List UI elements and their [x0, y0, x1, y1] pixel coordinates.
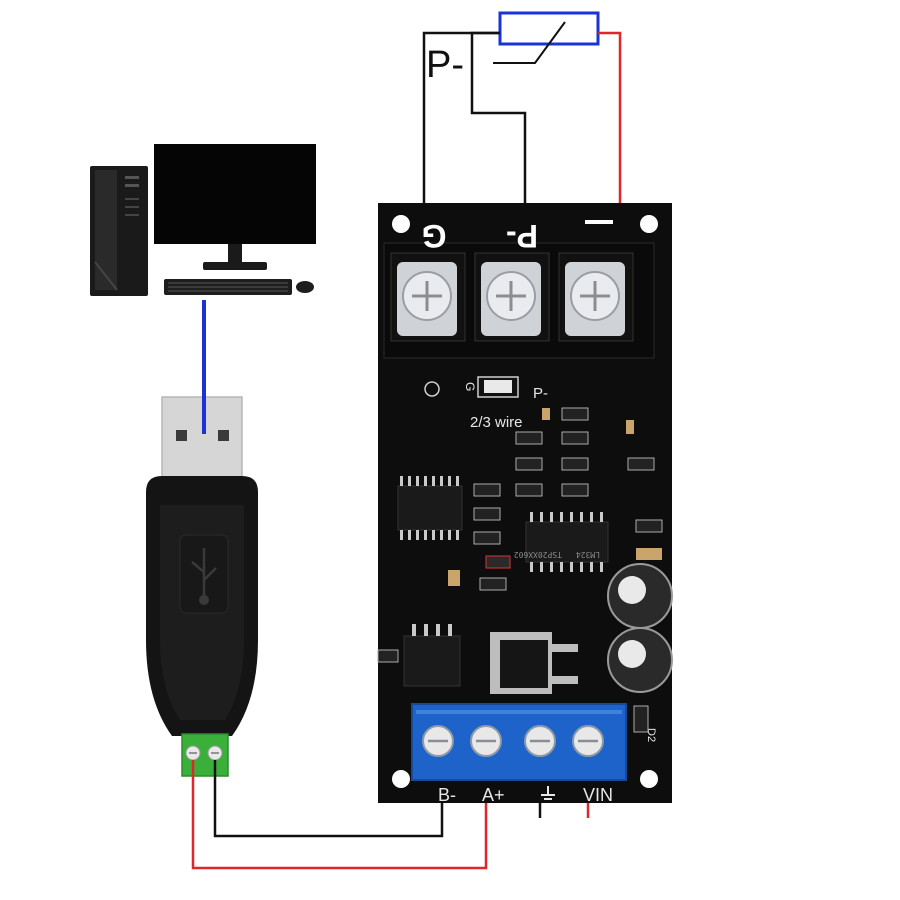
chip-label-1: TSP20XX602 [514, 550, 562, 559]
rtd-sensor-icon [493, 11, 600, 64]
terminal-label-b: B- [438, 785, 456, 805]
sensor-wire-label: P- [426, 44, 464, 86]
wire-b [213, 760, 444, 838]
computer-icon [90, 144, 316, 296]
wires [191, 31, 622, 870]
terminal-label-p: P- [506, 218, 538, 254]
terminal-label-vin-mark [585, 220, 613, 224]
wire-a [191, 760, 488, 870]
jumper-left-label: G [463, 382, 477, 391]
transmitter-board: G P- P- G 2/3 wire [377, 203, 673, 805]
terminal-label-g: G [422, 218, 447, 254]
chip-label-2: LM324 [576, 550, 600, 559]
terminal-label-a: A+ [482, 785, 505, 805]
terminal-label-vin: VIN [583, 785, 613, 805]
smd-components [377, 407, 663, 663]
ic-chips: TSP20XX602 LM324 [397, 476, 609, 687]
usb-adapter-icon [146, 396, 258, 777]
jumper-label: P- [533, 385, 548, 402]
wire-p [470, 31, 527, 203]
top-screws [397, 262, 625, 336]
wire-vin-sensor [598, 31, 622, 203]
voltage-regulator [490, 632, 578, 694]
capacitors [607, 563, 673, 693]
rs485-terminal-block [411, 703, 627, 781]
mode-label: 2/3 wire [470, 414, 523, 431]
ground-icon [541, 786, 555, 800]
